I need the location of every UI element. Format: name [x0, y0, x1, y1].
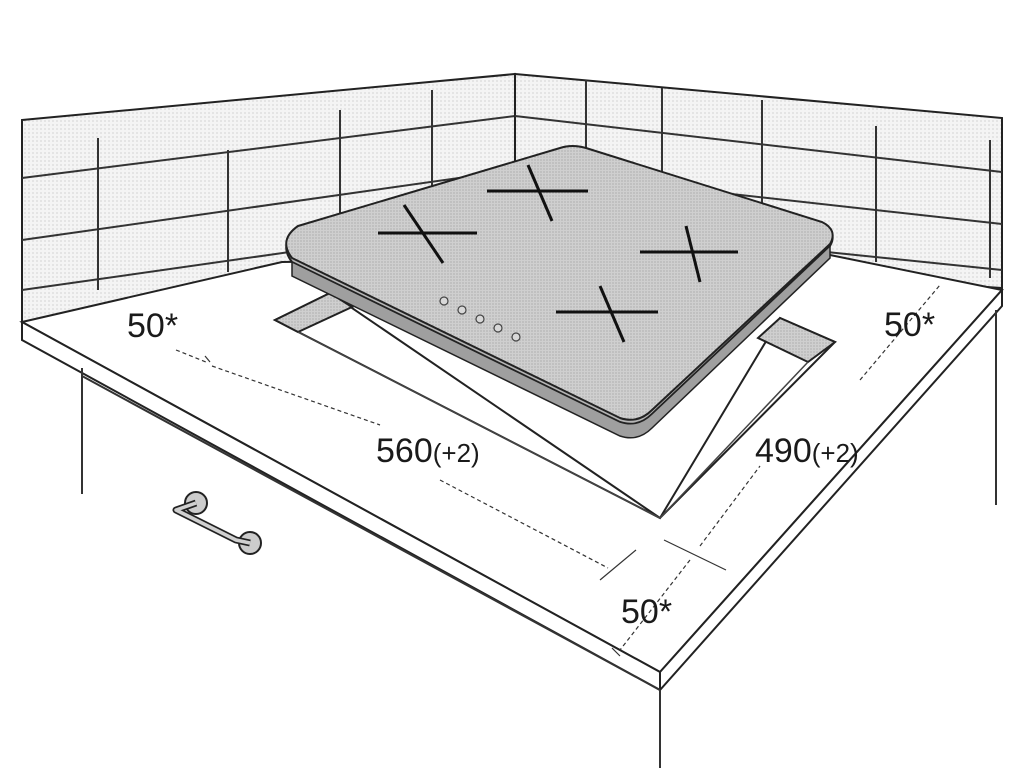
left-clearance-label: 50* [127, 309, 178, 343]
cutout-width-tolerance: (+2) [432, 438, 480, 468]
dimension-lines [175, 284, 941, 657]
cutout-width-value: 560 [376, 432, 433, 470]
cutout-depth-value: 490 [755, 432, 812, 470]
right-clearance-label: 50* [884, 308, 935, 342]
cooking-zone-front [556, 285, 658, 343]
cutout-width-label: 560(+2) [376, 434, 480, 468]
cabinet [81, 310, 997, 768]
hob [285, 145, 834, 439]
front-clearance-label: 50* [621, 595, 672, 629]
worktop [19, 253, 1004, 693]
cooking-zone-right [640, 225, 738, 283]
control-panel [439, 296, 521, 342]
left-clearance-value: 50* [127, 307, 179, 345]
front-clearance-value: 50* [621, 593, 673, 631]
cooking-zone-back-left [378, 204, 477, 264]
right-clearance-value: 50* [884, 306, 936, 344]
cutout-depth-label: 490(+2) [755, 434, 859, 468]
drawer-handle-icon [172, 491, 262, 555]
cooking-zone-back [487, 164, 588, 222]
cutout-depth-tolerance: (+2) [811, 438, 859, 468]
